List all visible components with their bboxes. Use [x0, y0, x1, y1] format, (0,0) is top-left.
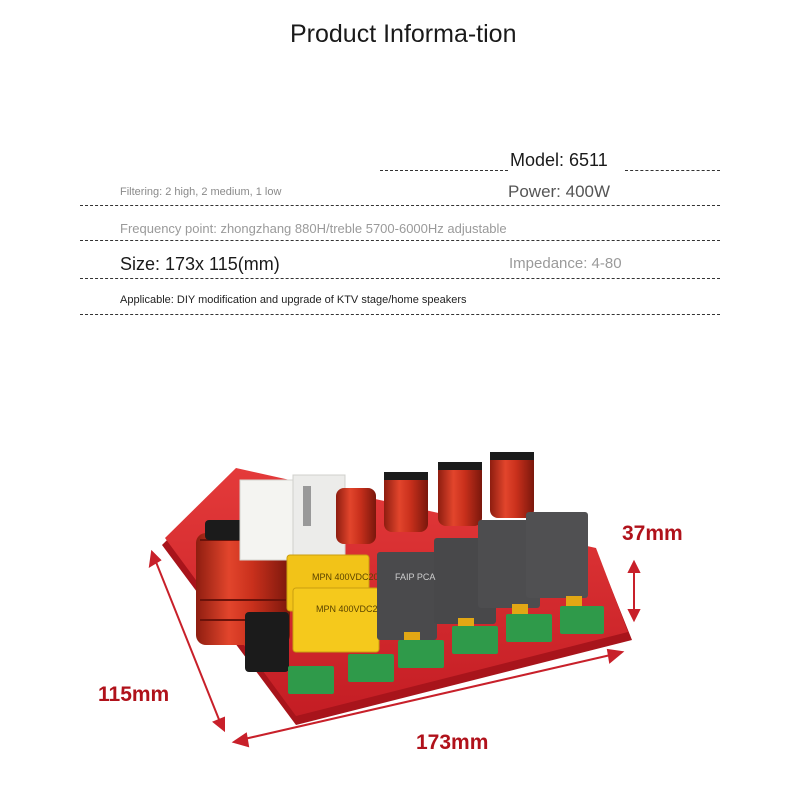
cap-label-2: MPN 400VDC205J: [316, 604, 392, 614]
relay-label: FAIP PCA: [395, 572, 435, 582]
spec-model: Model: 6511: [510, 150, 608, 170]
yellow-capacitors: MPN 400VDC205J MPN 400VDC205J: [286, 554, 392, 653]
spec-power: Power: 400W: [508, 182, 611, 201]
width-dimension: 115mm: [98, 683, 170, 706]
spec-size: Size: 173x 115(mm): [120, 254, 280, 274]
spec-applicable: Applicable: DIY modification and upgrade…: [120, 294, 467, 306]
divider: [80, 240, 720, 241]
spec-impedance: Impedance: 4-80: [509, 255, 622, 272]
spec-filtering: Filtering: 2 high, 2 medium, 1 low: [120, 186, 282, 198]
divider: [80, 314, 720, 315]
dimension-arrows: [148, 549, 641, 748]
divider: [380, 170, 508, 171]
page-title: Product Informa-tion: [290, 20, 517, 48]
divider: [80, 205, 720, 206]
divider: [80, 278, 720, 279]
green-terminals: [288, 606, 604, 694]
upper-coils: [336, 452, 534, 544]
length-dimension: 173mm: [416, 731, 489, 754]
cement-resistors: [239, 474, 346, 561]
height-dimension: 37mm: [622, 522, 683, 545]
spec-frequency: Frequency point: zhongzhang 880H/treble …: [120, 221, 507, 236]
gray-resistors: FAIP PCA: [377, 512, 588, 642]
cap-label-1: MPN 400VDC205J: [312, 572, 388, 582]
divider: [625, 170, 720, 171]
